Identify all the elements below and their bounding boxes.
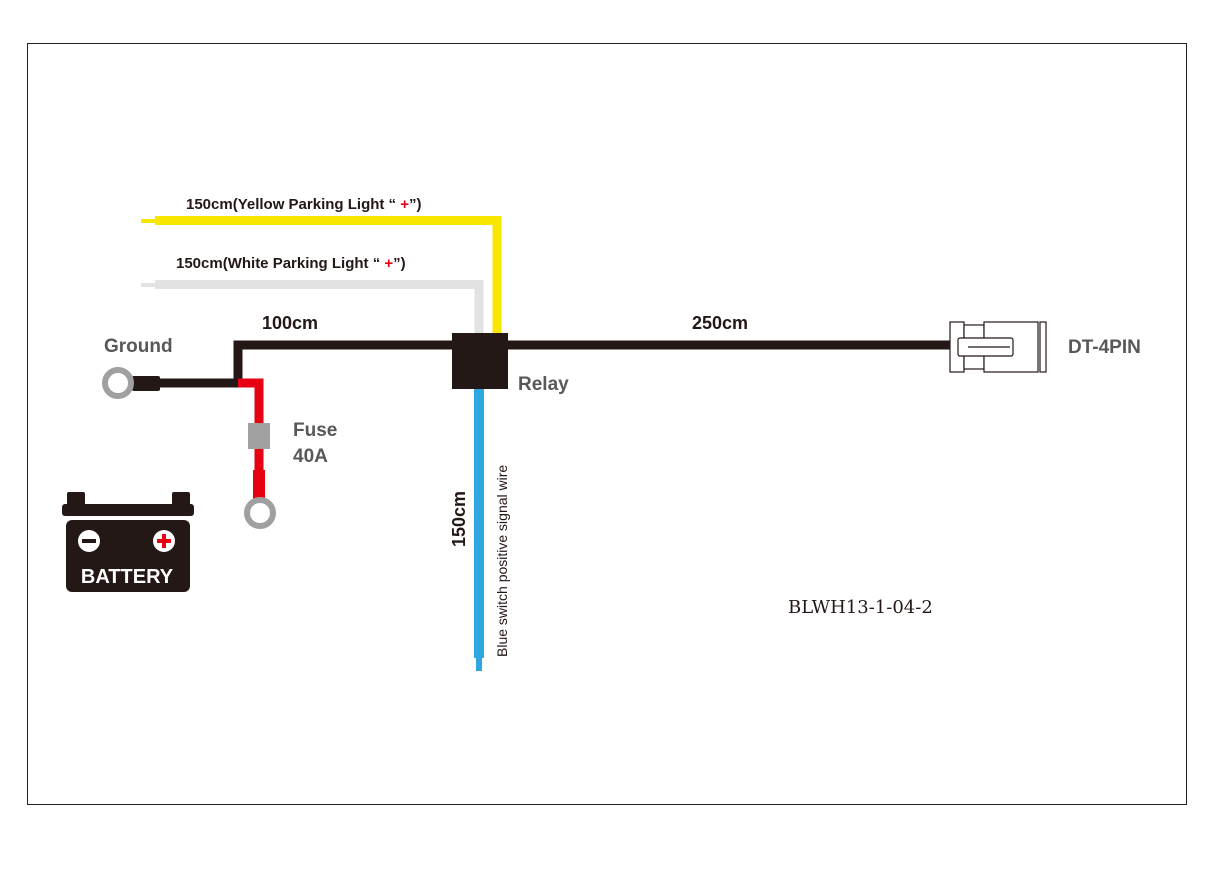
dt-4pin-connector xyxy=(949,321,1047,373)
output-length-label: 250cm xyxy=(692,313,748,333)
fuse-rating-label: 40A xyxy=(293,446,328,467)
fuse-icon xyxy=(248,423,270,449)
yellow-wire-label: 150cm(Yellow Parking Light “ +”) xyxy=(186,196,422,213)
signal-length-label: 150cm xyxy=(449,491,469,547)
battery-icon: BATTERY xyxy=(62,492,194,592)
signal-wire-label: Blue switch positive signal wire xyxy=(494,465,510,657)
ground-terminal xyxy=(102,367,160,399)
fuse-wire xyxy=(238,378,276,529)
connector-label: DT-4PIN xyxy=(1068,337,1141,358)
part-code-label: BLWH13-1-04-2 xyxy=(788,597,933,618)
white-wire-label: 150cm(White Parking Light “ +”) xyxy=(176,255,406,272)
relay-box xyxy=(452,333,508,389)
ground-length-label: 100cm xyxy=(262,313,318,333)
white-wire xyxy=(141,280,484,334)
yellow-wire xyxy=(141,216,502,334)
fuse-label: Fuse xyxy=(293,420,337,441)
battery-ring-terminal xyxy=(244,497,276,529)
battery-label: BATTERY xyxy=(81,566,174,588)
blue-signal-wire xyxy=(474,388,484,671)
main-wire xyxy=(160,340,955,388)
relay-label: Relay xyxy=(518,374,569,395)
diagram-frame xyxy=(27,43,1187,805)
ground-label: Ground xyxy=(104,336,173,357)
